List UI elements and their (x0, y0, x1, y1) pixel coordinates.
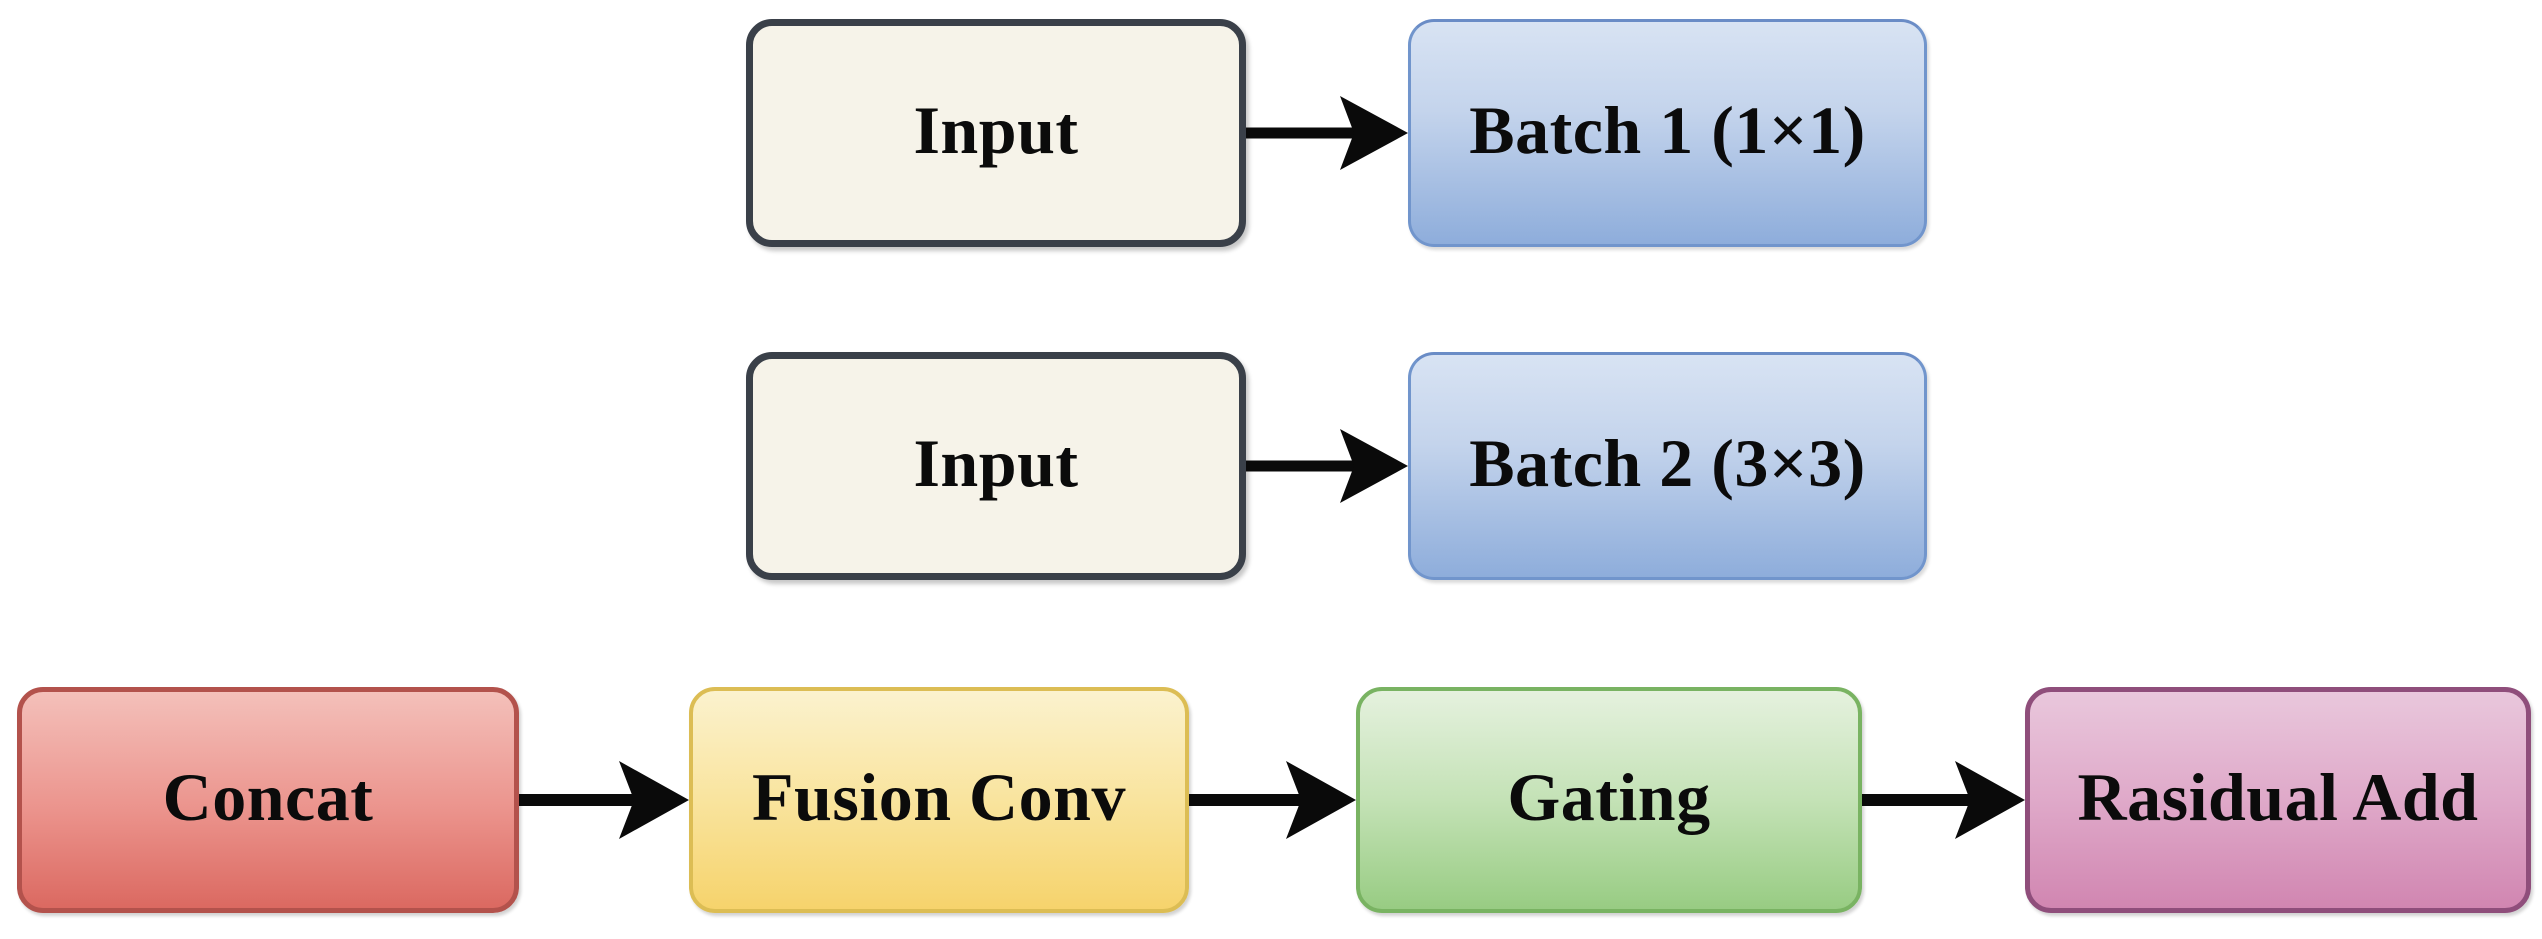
arrow-right-icon (1246, 96, 1408, 170)
arrow-right-icon (519, 761, 689, 839)
arrow-right-icon (1189, 761, 1356, 839)
node-input-2: Input (746, 352, 1246, 580)
node-fusion-conv: Fusion Conv (689, 687, 1189, 913)
node-concat: Concat (17, 687, 519, 913)
node-batch-2-label: Batch 2 (3×3) (1469, 425, 1866, 501)
node-concat-label: Concat (162, 759, 374, 835)
node-fusion-conv-label: Fusion Conv (752, 759, 1126, 835)
node-input-1: Input (746, 19, 1246, 247)
node-input-2-label: Input (913, 425, 1079, 501)
node-residual-add: Rasidual Add (2025, 687, 2531, 913)
arrow-right-icon (1246, 429, 1408, 503)
node-batch-1: Batch 1 (1×1) (1408, 19, 1927, 247)
node-batch-1-label: Batch 1 (1×1) (1469, 92, 1866, 168)
node-residual-add-label: Rasidual Add (2077, 759, 2479, 835)
arrow-right-icon (1862, 761, 2025, 839)
node-input-1-label: Input (913, 92, 1079, 168)
node-gating: Gating (1356, 687, 1862, 913)
node-gating-label: Gating (1507, 759, 1711, 835)
node-batch-2: Batch 2 (3×3) (1408, 352, 1927, 580)
